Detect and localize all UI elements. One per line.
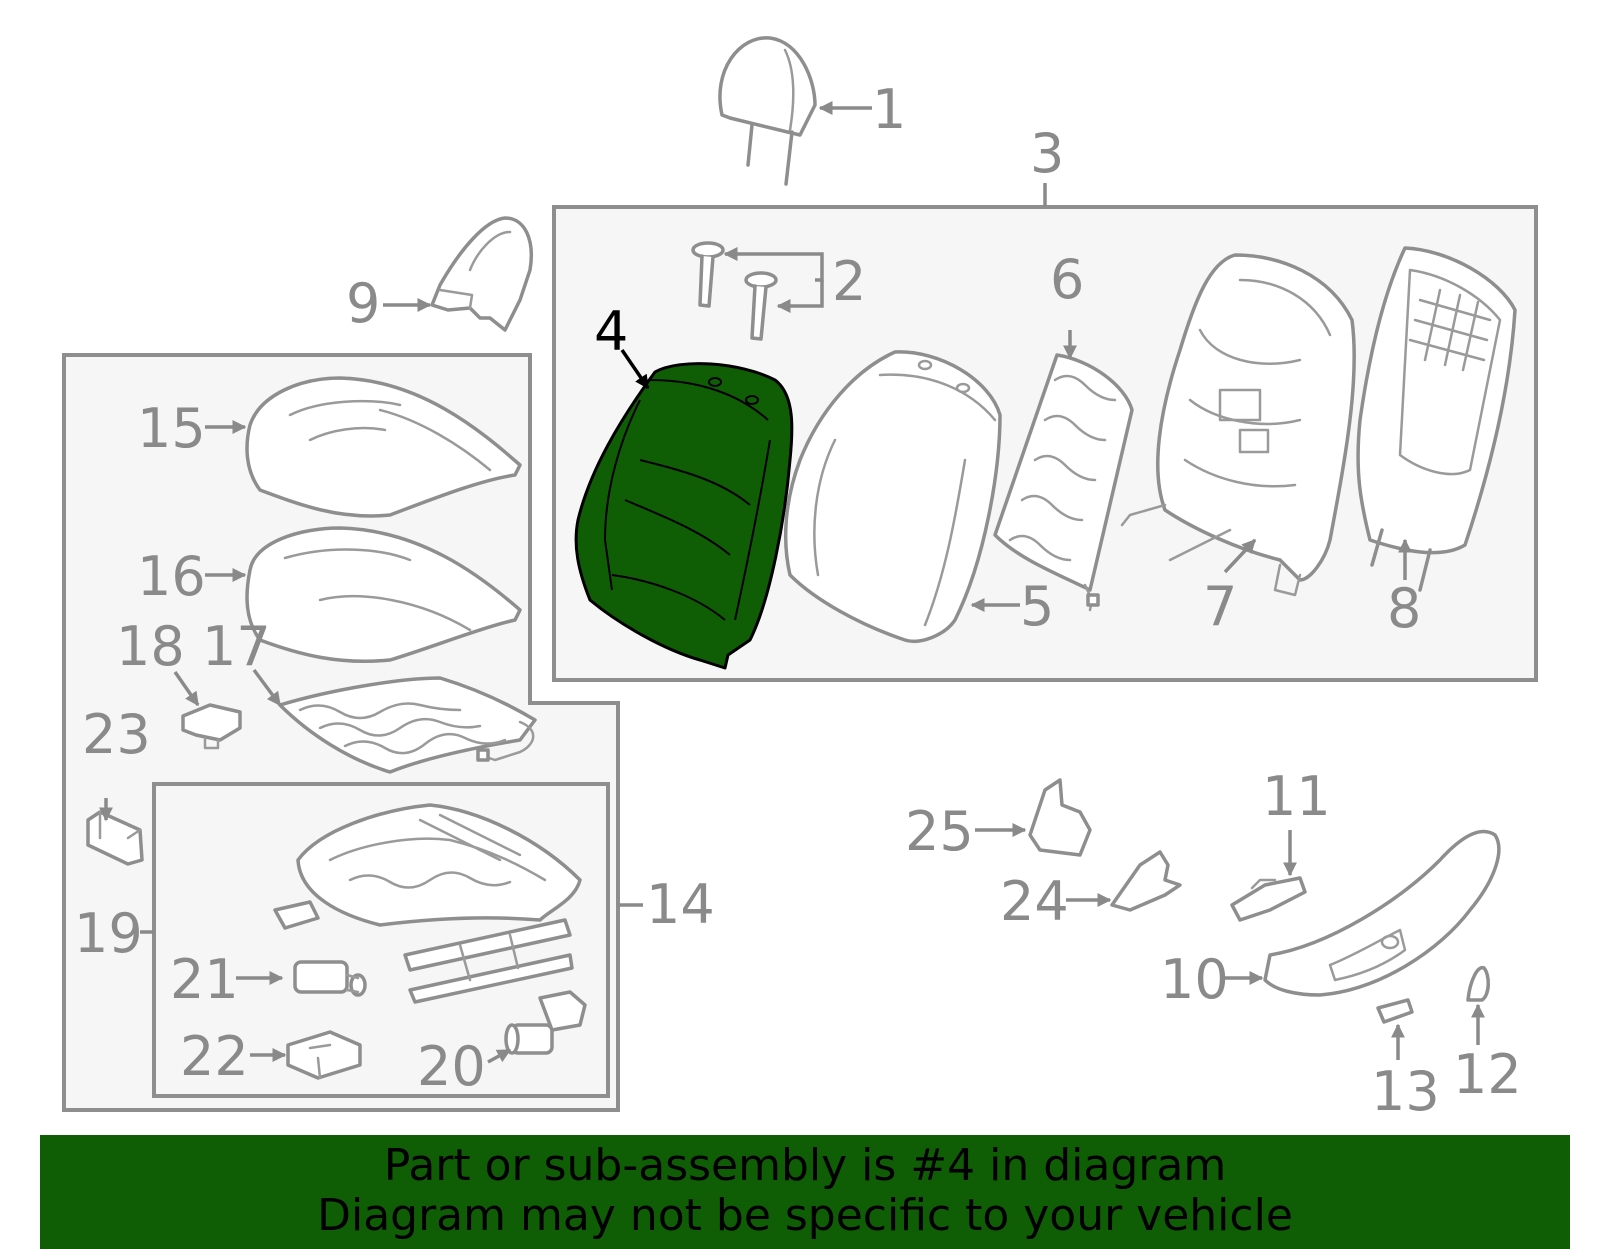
switch-knob-part[interactable]	[1466, 965, 1490, 1002]
headrest-part[interactable]	[718, 36, 817, 186]
seat-motor-part[interactable]	[504, 990, 587, 1055]
callout-22: 22	[180, 1025, 249, 1088]
side-bracket-part-24[interactable]	[1110, 850, 1182, 912]
callout-20: 20	[417, 1035, 486, 1098]
callout-11: 11	[1262, 765, 1331, 828]
seat-back-pad-part[interactable]	[783, 350, 1002, 643]
callout-17: 17	[202, 615, 271, 678]
leader-lines	[99, 101, 1485, 1064]
seat-cushion-cover-part[interactable]	[245, 376, 522, 518]
occupant-sensor-part[interactable]	[181, 703, 242, 750]
callout-3: 3	[1030, 122, 1064, 185]
seat-back-frame-part[interactable]	[1120, 253, 1356, 597]
callout-1: 1	[872, 78, 906, 141]
callout-19: 19	[74, 902, 143, 965]
banner-line-2: Diagram may not be specific to your vehi…	[317, 1190, 1293, 1241]
callout-9: 9	[346, 272, 380, 335]
seat-lift-motor-part[interactable]	[293, 960, 367, 997]
callout-15: 15	[137, 397, 206, 460]
switch-knob-part-13[interactable]	[1376, 998, 1414, 1024]
callout-5: 5	[1020, 575, 1054, 638]
callout-18: 18	[116, 615, 185, 678]
seat-back-cover-part-highlighted[interactable]	[574, 362, 794, 670]
callout-6: 6	[1050, 248, 1084, 311]
recliner-cover-part[interactable]	[430, 216, 533, 332]
seat-back-panel-part[interactable]	[1356, 246, 1517, 592]
callout-4: 4	[594, 300, 628, 363]
seat-cushion-heater-part[interactable]	[278, 676, 537, 774]
callout-10: 10	[1160, 948, 1229, 1011]
part-info-banner: Part or sub-assembly is #4 in diagram Di…	[40, 1135, 1570, 1249]
seat-switch-part[interactable]	[1230, 876, 1307, 922]
seat-control-module-part[interactable]	[286, 1030, 362, 1080]
seat-side-shield-part[interactable]	[1263, 829, 1501, 997]
side-bracket-part-25[interactable]	[1028, 778, 1092, 857]
headrest-guide-parts[interactable]	[691, 241, 778, 341]
callout-2: 2	[832, 250, 866, 313]
callout-21: 21	[170, 948, 239, 1011]
callout-16: 16	[137, 545, 206, 608]
callout-24: 24	[1000, 870, 1069, 933]
seat-track-frame-part[interactable]	[273, 803, 582, 1004]
callout-7: 7	[1203, 575, 1237, 638]
seat-cushion-pad-part[interactable]	[245, 526, 522, 664]
banner-line-1: Part or sub-assembly is #4 in diagram	[383, 1140, 1227, 1191]
callout-8: 8	[1387, 577, 1421, 640]
callout-23: 23	[82, 703, 151, 766]
callout-13: 13	[1371, 1060, 1440, 1123]
callout-25: 25	[905, 800, 974, 863]
callout-14: 14	[646, 873, 715, 936]
seat-back-heater-part[interactable]	[993, 353, 1134, 612]
callout-12: 12	[1453, 1043, 1522, 1106]
